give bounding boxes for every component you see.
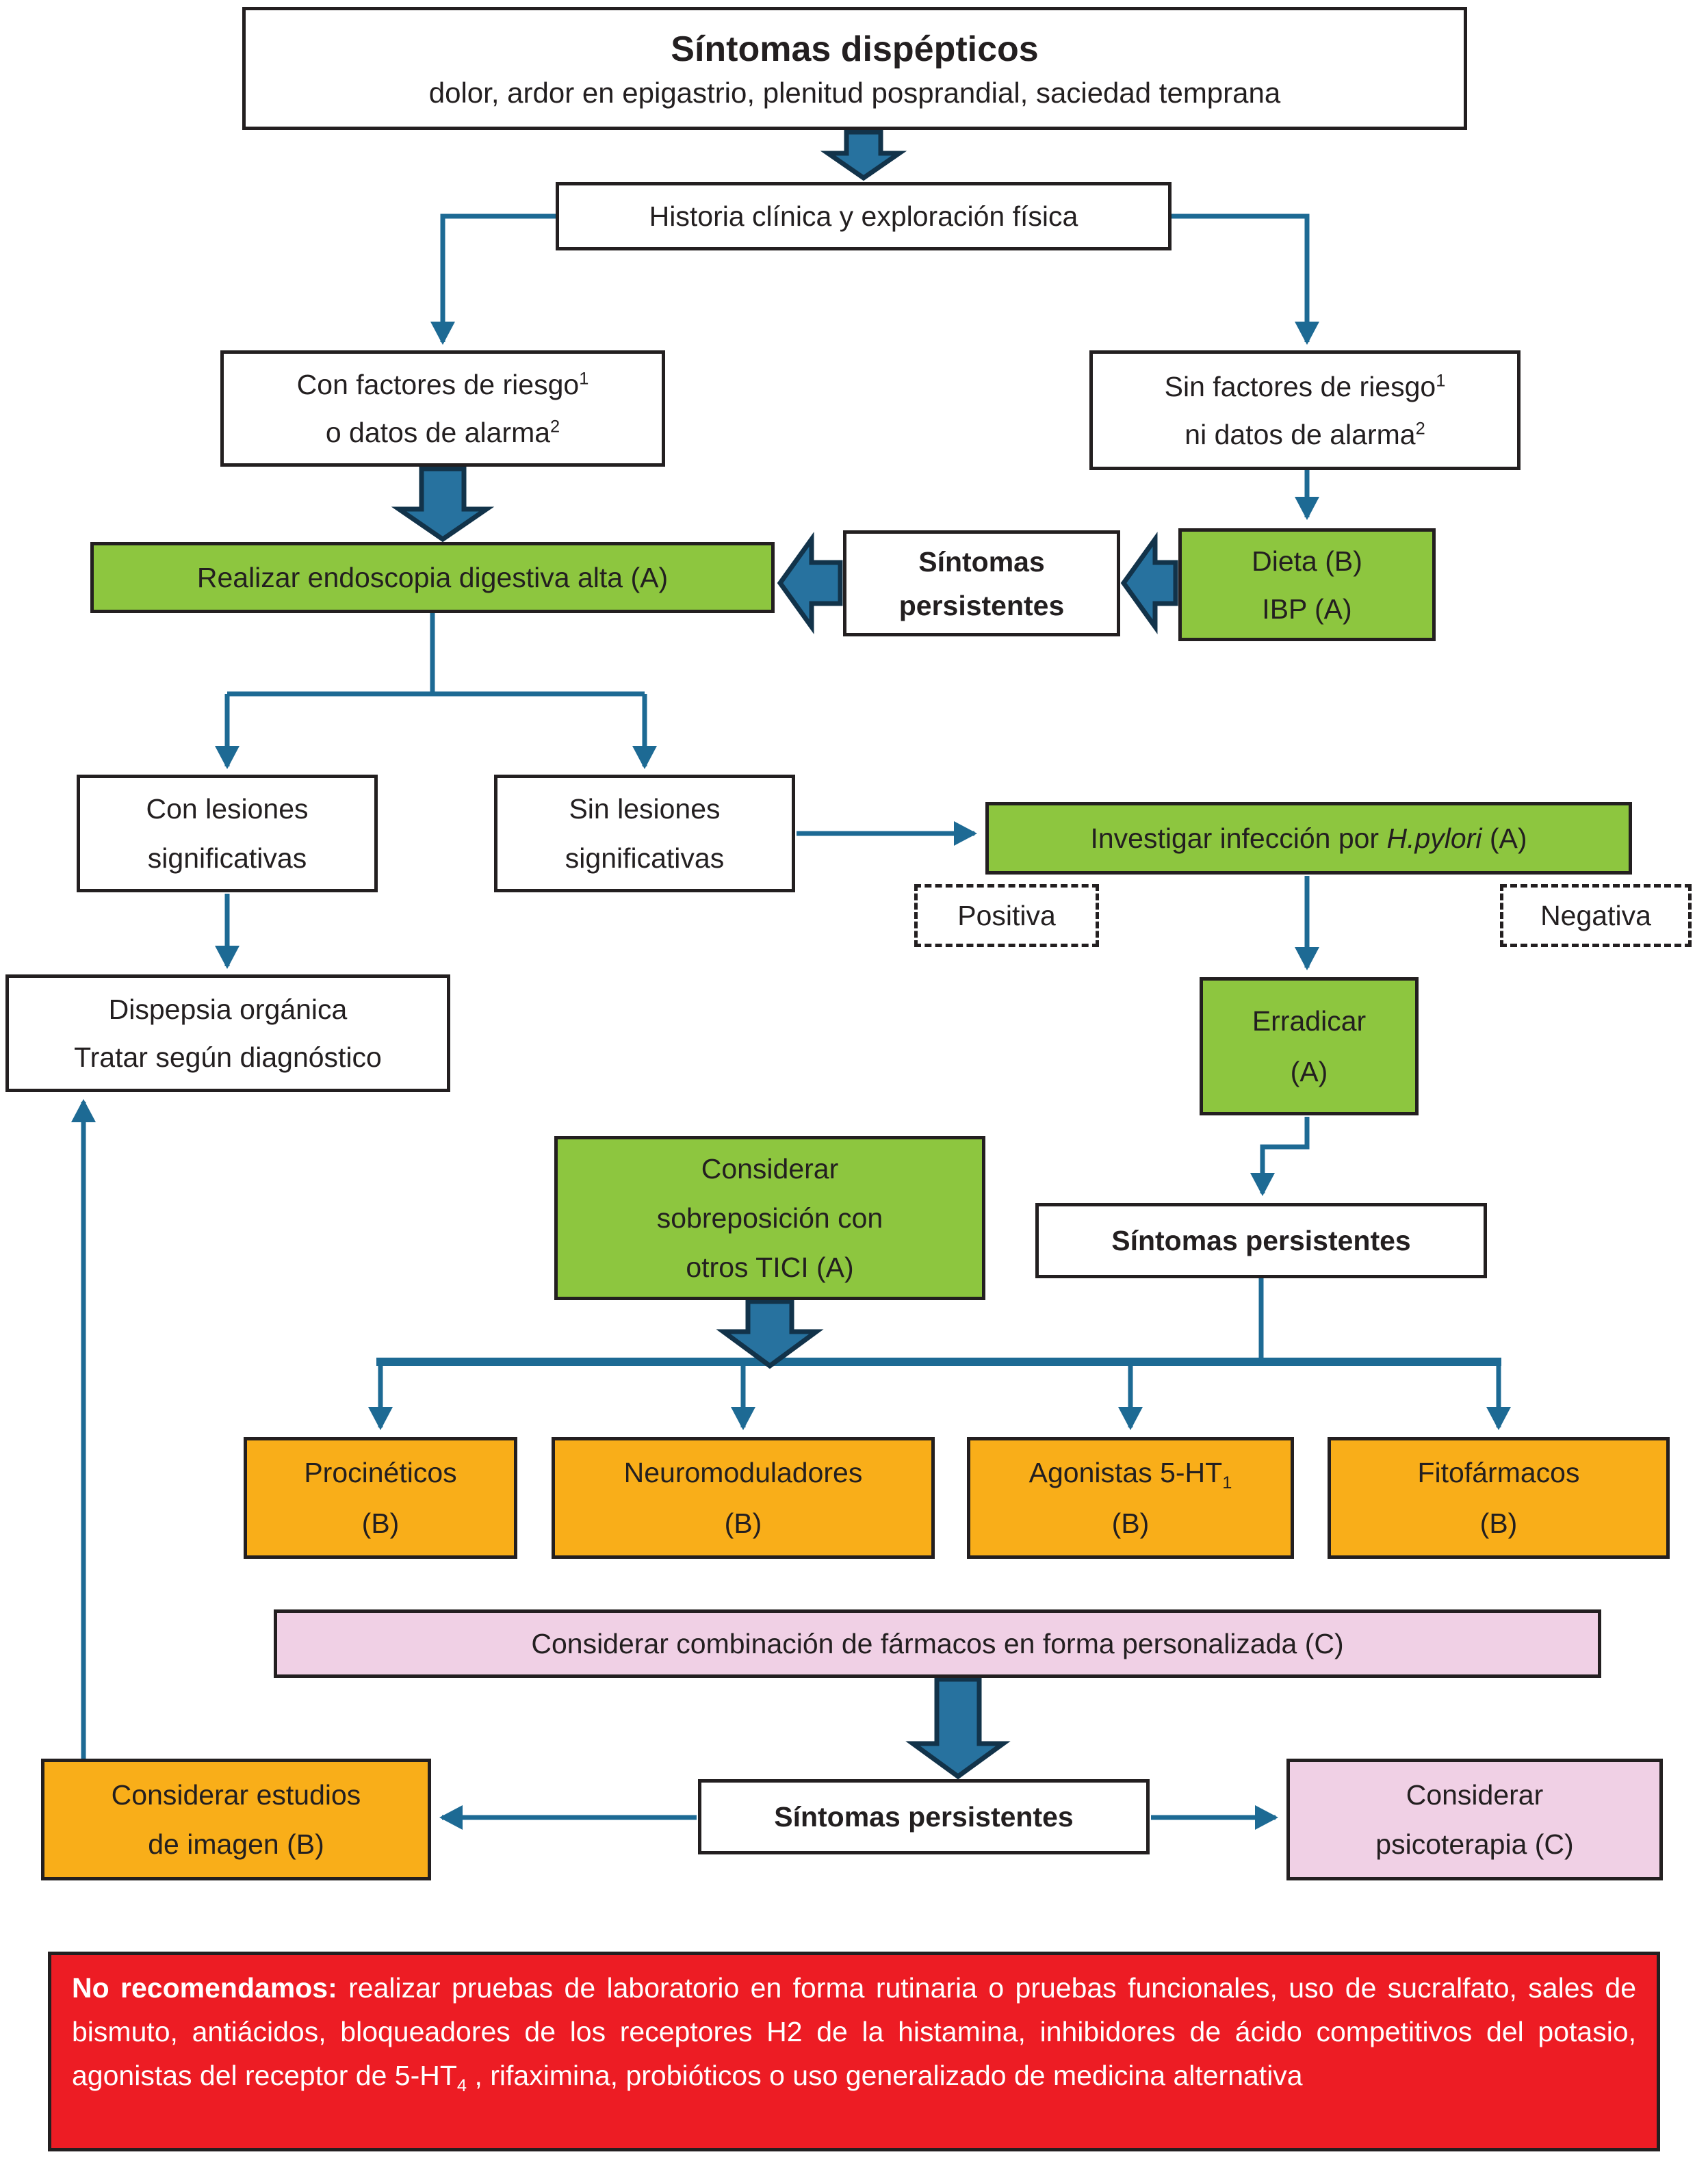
page-subtitle: dolor, ardor en epigastrio, plenitud pos… — [428, 77, 1281, 109]
block-arrow-combinacion-down — [905, 1677, 1011, 1780]
agonistas-line2: (B) — [1111, 1507, 1150, 1539]
con-lesiones-box: Con lesiones significativas — [77, 775, 378, 892]
sintomas2-label: Síntomas persistentes — [1111, 1225, 1411, 1256]
sintomas-persistentes-box-3: Síntomas persistentes — [698, 1779, 1150, 1854]
sin-factores-box: Sin factores de riesgo1 ni datos de alar… — [1089, 350, 1521, 470]
estudios-imagen-box: Considerar estudios de imagen (B) — [41, 1759, 431, 1880]
procineticos-line2: (B) — [361, 1507, 400, 1539]
footnote-1: 1 — [1436, 370, 1446, 390]
endoscopia-label: Realizar endoscopia digestiva alta (A) — [196, 562, 669, 593]
block-arrow-dieta-to-sintomas1 — [1120, 532, 1178, 634]
fitofarmacos-line1: Fitofármacos — [1417, 1457, 1580, 1488]
subscript-1: 1 — [1222, 1473, 1232, 1493]
neuromoduladores-line1: Neuromoduladores — [623, 1457, 863, 1488]
neuromoduladores-box: Neuromoduladores (B) — [552, 1437, 935, 1559]
tici-line1: Considerar — [701, 1153, 839, 1185]
sintomas-persistentes-box-1: Síntomas persistentes — [843, 530, 1120, 636]
historia-label: Historia clínica y exploración física — [649, 200, 1078, 232]
sin-factores-line2: ni datos de alarma2 — [1185, 418, 1425, 450]
investigar-label: Investigar infección por H.pylori (A) — [1090, 823, 1527, 854]
no-recomendamos-lead: No recomendamos: — [72, 1972, 337, 2004]
sin-lesiones-line1: Sin lesiones — [569, 793, 721, 825]
agonistas-line1: Agonistas 5-HT1 — [1028, 1457, 1232, 1493]
erradicar-line1: Erradicar — [1252, 1005, 1367, 1037]
investigar-hpylori-box: Investigar infección por H.pylori (A) — [985, 802, 1632, 875]
sin-factores-line1: Sin factores de riesgo1 — [1164, 370, 1446, 402]
erradicar-line2: (A) — [1290, 1056, 1328, 1087]
dispepsia-line2: Tratar según diagnóstico — [74, 1041, 382, 1073]
tici-line3: otros TICI (A) — [686, 1252, 854, 1283]
positiva-label: Positiva — [957, 900, 1056, 931]
footnote-2: 2 — [550, 417, 560, 437]
agonistas-5ht1-box: Agonistas 5-HT1 (B) — [967, 1437, 1294, 1559]
negativa-label: Negativa — [1540, 900, 1651, 931]
con-lesiones-line1: Con lesiones — [146, 793, 309, 825]
con-factores-line1: Con factores de riesgo1 — [296, 369, 589, 400]
no-recomendamos-text1: realizar pruebas de laboratorio en forma… — [72, 1972, 1637, 2091]
sintomas-persistentes-box-2: Síntomas persistentes — [1035, 1203, 1487, 1278]
title-box: Síntomas dispépticos dolor, ardor en epi… — [242, 7, 1467, 130]
subscript-4: 4 — [456, 2076, 467, 2096]
hpylori-italic: H.pylori — [1386, 823, 1482, 854]
no-recomendamos-box: No recomendamos: realizar pruebas de lab… — [48, 1952, 1660, 2151]
erradicar-box: Erradicar (A) — [1200, 977, 1419, 1115]
footnote-1: 1 — [579, 369, 589, 389]
fitofarmacos-box: Fitofármacos (B) — [1328, 1437, 1670, 1559]
block-arrow-sintomas1-to-endoscopia — [777, 532, 843, 634]
procineticos-box: Procinéticos (B) — [244, 1437, 517, 1559]
estudios-line2: de imagen (B) — [148, 1828, 324, 1860]
sintomas1-line1: Síntomas — [918, 545, 1045, 578]
con-lesiones-line2: significativas — [147, 842, 307, 874]
dispepsia-line1: Dispepsia orgánica — [108, 994, 348, 1025]
fitofarmacos-line2: (B) — [1479, 1507, 1518, 1539]
negativa-box: Negativa — [1500, 884, 1692, 947]
footnote-2: 2 — [1415, 418, 1425, 438]
dieta-line1: Dieta (B) — [1252, 545, 1362, 577]
block-arrow-tici-down — [716, 1299, 824, 1369]
psicoterapia-line2: psicoterapia (C) — [1375, 1828, 1574, 1860]
con-factores-line2: o datos de alarma2 — [325, 417, 560, 448]
positiva-box: Positiva — [914, 884, 1099, 947]
estudios-line1: Considerar estudios — [111, 1779, 361, 1811]
con-factores-box: Con factores de riesgo1 o datos de alarm… — [220, 350, 665, 467]
block-arrow-confactores-down — [391, 466, 495, 543]
dispepsia-organica-box: Dispepsia orgánica Tratar según diagnóst… — [5, 974, 450, 1092]
sintomas3-label: Síntomas persistentes — [774, 1801, 1074, 1833]
combinacion-farmacos-box: Considerar combinación de fármacos en fo… — [274, 1609, 1601, 1678]
connector-erradicar-to-sintomas2 — [1250, 1117, 1310, 1196]
endoscopia-box: Realizar endoscopia digestiva alta (A) — [90, 542, 775, 613]
dieta-line2: IBP (A) — [1262, 593, 1352, 625]
combinacion-label: Considerar combinación de fármacos en fo… — [531, 1628, 1344, 1659]
sin-lesiones-box: Sin lesiones significativas — [494, 775, 795, 892]
dieta-ibp-box: Dieta (B) IBP (A) — [1178, 528, 1436, 641]
psicoterapia-line1: Considerar — [1406, 1779, 1544, 1811]
block-arrow-title-down — [820, 129, 907, 181]
page-title: Síntomas dispépticos — [671, 29, 1039, 69]
sintomas1-line2: persistentes — [898, 589, 1065, 621]
procineticos-line1: Procinéticos — [304, 1457, 457, 1488]
connector-historia-to-sinfactores — [1172, 213, 1319, 345]
tici-line2: sobreposición con — [656, 1202, 883, 1234]
sin-lesiones-line2: significativas — [565, 842, 725, 874]
no-recomendamos-text2: , rifaximina, probióticos o uso generali… — [467, 2060, 1303, 2091]
psicoterapia-box: Considerar psicoterapia (C) — [1286, 1759, 1663, 1880]
neuromoduladores-line2: (B) — [724, 1507, 762, 1539]
connector-historia-to-confactores — [430, 213, 556, 345]
sobreposicion-tici-box: Considerar sobreposición con otros TICI … — [554, 1136, 985, 1300]
historia-box: Historia clínica y exploración física — [556, 182, 1172, 250]
